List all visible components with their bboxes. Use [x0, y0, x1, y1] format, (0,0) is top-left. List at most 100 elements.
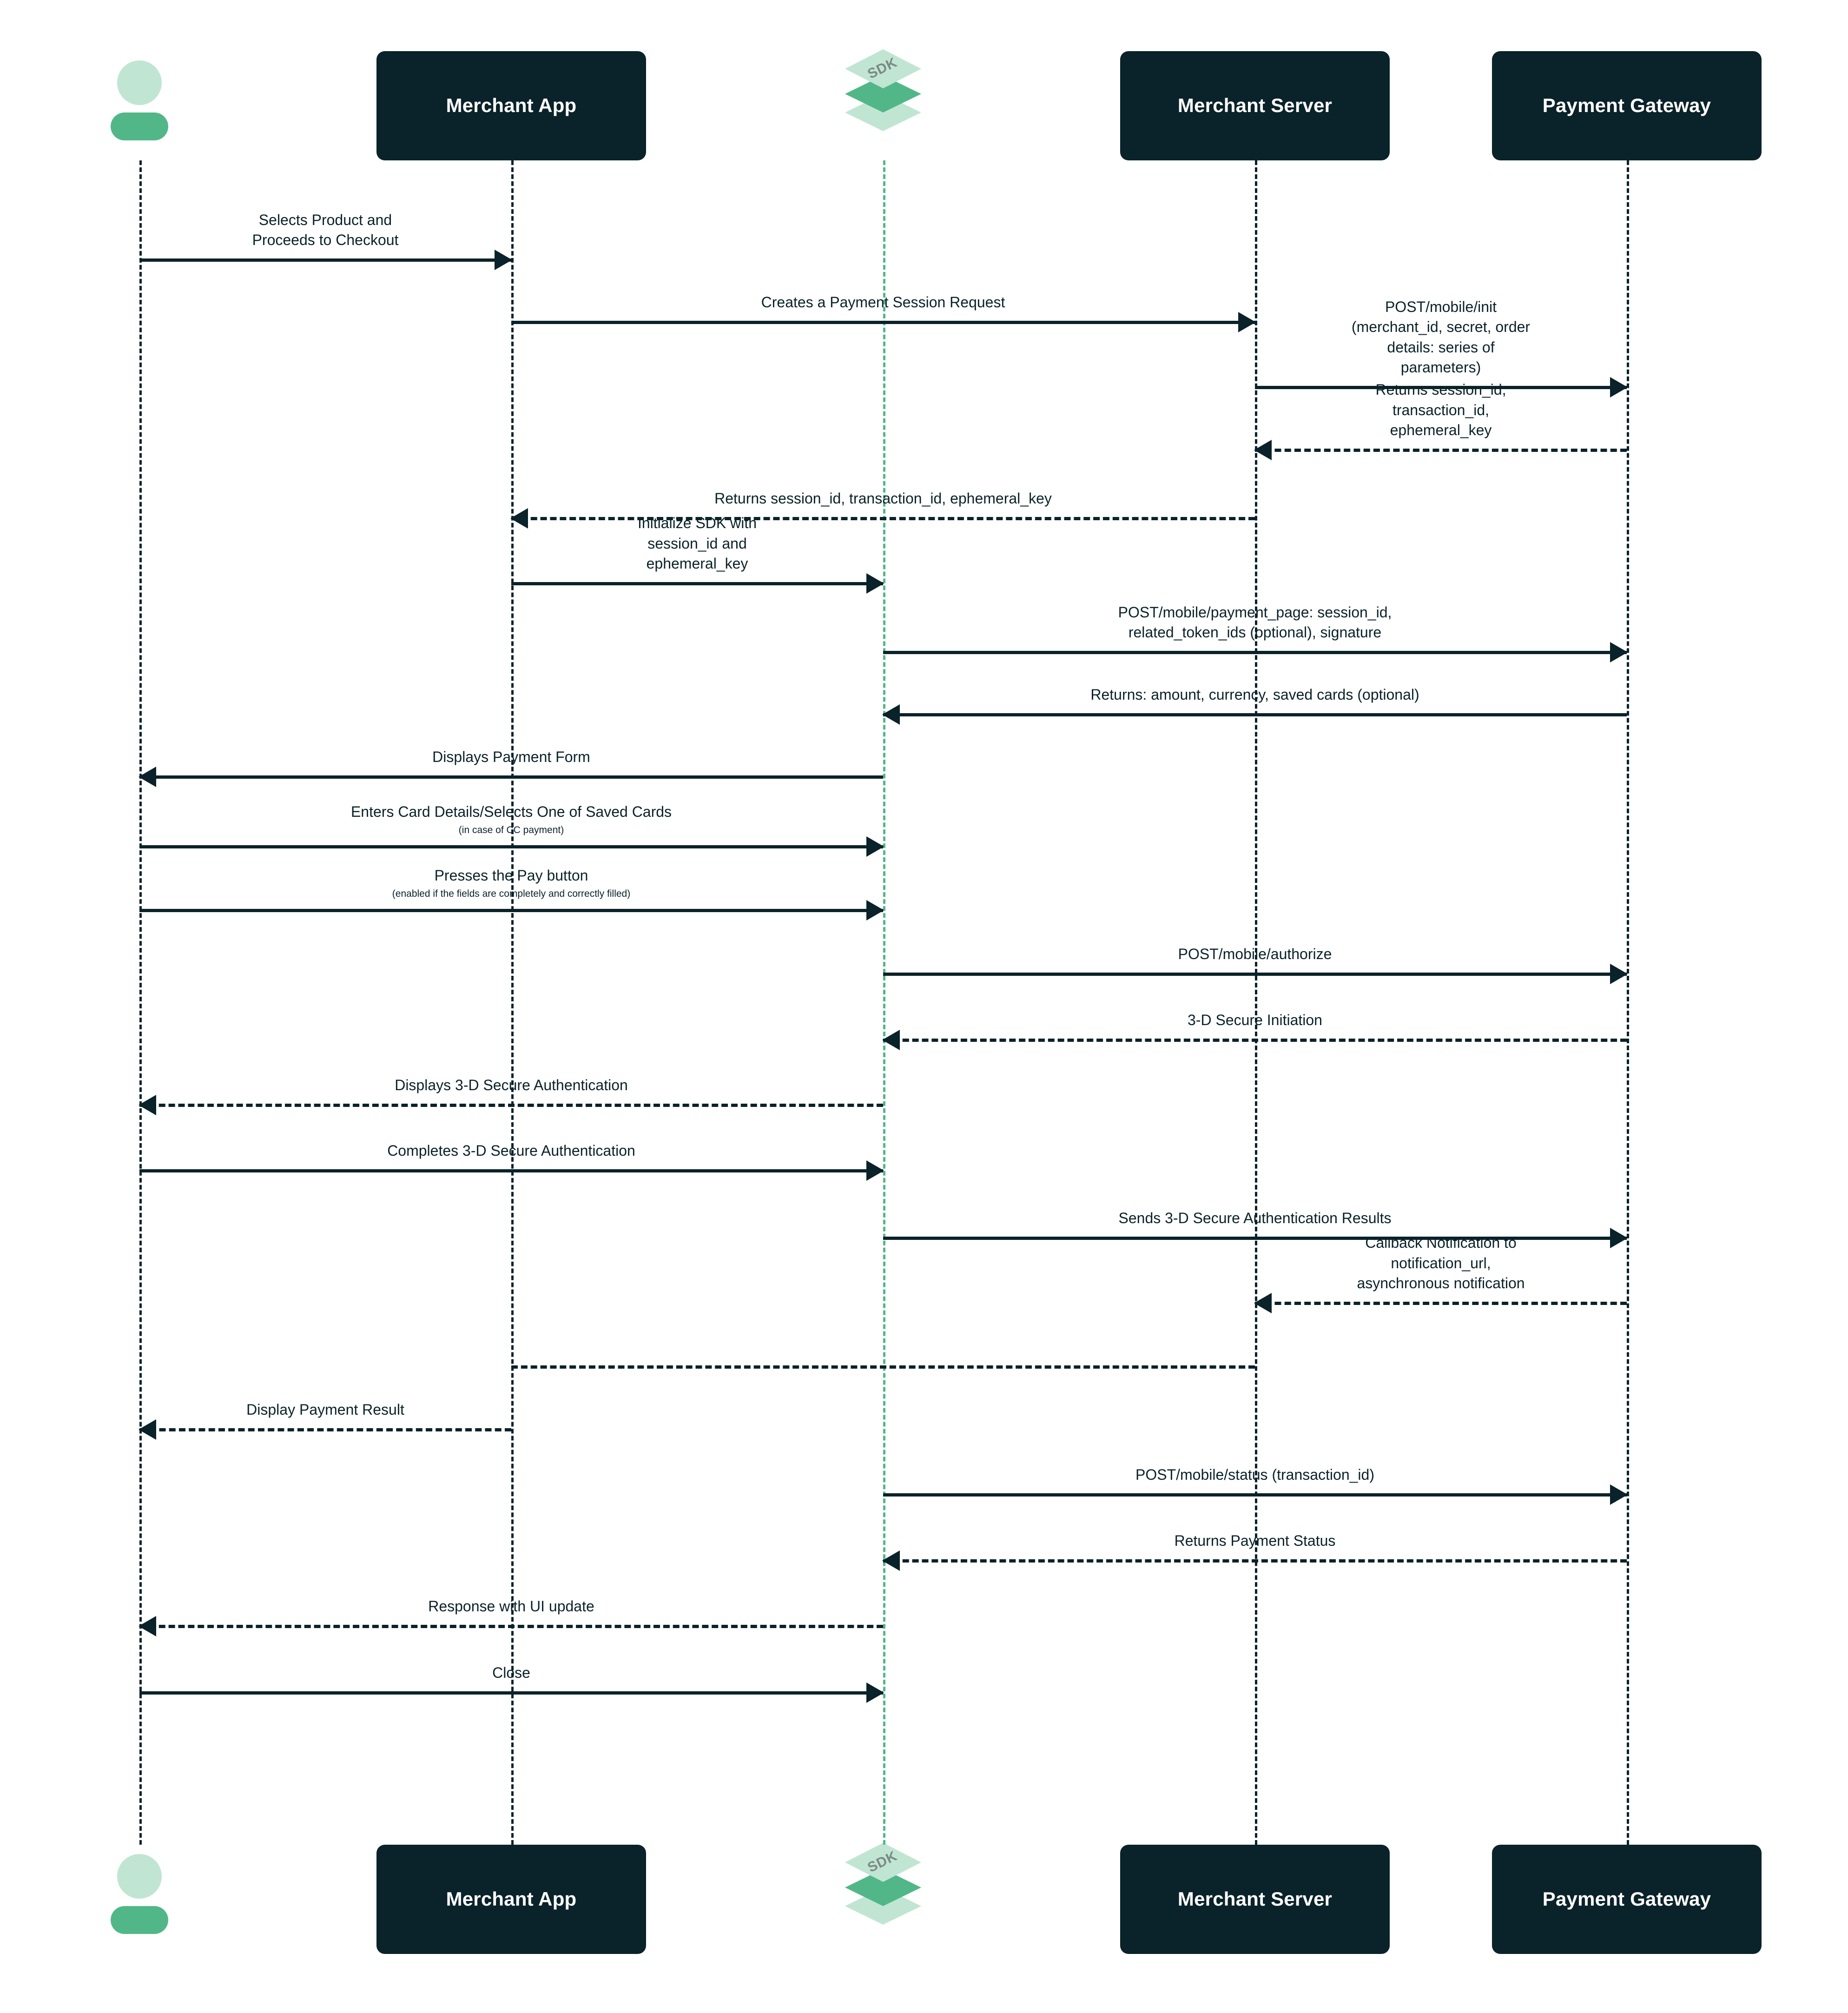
- message-label: Displays Payment Form: [432, 747, 590, 767]
- message-line: [883, 973, 1627, 976]
- arrowhead-icon: [866, 1160, 884, 1181]
- participant-gateway-top: Payment Gateway: [1492, 51, 1762, 160]
- message-label: Creates a Payment Session Request: [761, 292, 1005, 312]
- user-actor-icon-bottom: [107, 1854, 172, 1938]
- message-label-main: Selects Product and Proceeds to Checkout: [252, 211, 399, 248]
- participant-server-bottom: Merchant Server: [1120, 1845, 1390, 1954]
- arrowhead-icon: [1254, 1293, 1272, 1313]
- arrowhead-icon: [1610, 1484, 1628, 1505]
- participant-server-top: Merchant Server: [1120, 51, 1390, 160]
- message-line: [1255, 1302, 1627, 1305]
- message-line: [139, 258, 511, 262]
- message-label-main: Returns session_id, transaction_id, ephe…: [1375, 381, 1506, 438]
- message-line: [511, 321, 1255, 324]
- message-label-main: Displays Payment Form: [432, 748, 590, 765]
- arrowhead-icon: [882, 1030, 900, 1050]
- arrowhead-icon: [139, 767, 156, 787]
- sdk-layers-icon-bottom: SDK: [837, 1835, 930, 1928]
- arrowhead-icon: [866, 1682, 884, 1703]
- message-label-main: Completes 3-D Secure Authentication: [387, 1142, 635, 1159]
- sdk-layers-icon-top: SDK: [837, 42, 930, 135]
- message-line: [1255, 449, 1627, 452]
- message-label: POST/mobile/status (transaction_id): [1135, 1465, 1374, 1485]
- arrowhead-icon: [139, 1616, 156, 1636]
- message-line: [511, 1365, 1255, 1369]
- message-label-main: Returns Payment Status: [1174, 1532, 1336, 1549]
- arrowhead-icon: [1610, 377, 1628, 397]
- message-line: [139, 909, 883, 912]
- arrowhead-icon: [1610, 964, 1628, 984]
- message-label-main: Presses the Pay button: [434, 867, 588, 884]
- message-line: [139, 1691, 883, 1695]
- message-label-main: Sends 3-D Secure Authentication Results: [1118, 1209, 1392, 1226]
- message-label-main: Enters Card Details/Selects One of Saved…: [350, 803, 672, 821]
- message-label: Displays 3-D Secure Authentication: [395, 1075, 628, 1095]
- message-label-main: Display Payment Result: [246, 1401, 404, 1418]
- arrowhead-icon: [495, 250, 512, 270]
- lifeline-gateway: [1627, 160, 1629, 1845]
- arrowhead-icon: [510, 508, 528, 529]
- message-label-main: Displays 3-D Secure Authentication: [395, 1076, 628, 1093]
- arrowhead-icon: [882, 1550, 900, 1571]
- message-line: [511, 582, 883, 585]
- arrowhead-icon: [139, 1095, 156, 1115]
- message-label-main: Returns session_id, transaction_id, ephe…: [714, 490, 1052, 507]
- actor-head-icon: [117, 1854, 162, 1899]
- arrowhead-icon: [866, 900, 884, 920]
- actor-body-icon: [111, 113, 168, 140]
- lifeline-app: [511, 160, 514, 1845]
- arrowhead-icon: [139, 1419, 156, 1440]
- message-label: Close: [492, 1663, 530, 1683]
- message-label-main: POST/mobile/payment_page: session_id, re…: [1118, 603, 1392, 641]
- message-line: [1255, 386, 1627, 389]
- message-label: Sends 3-D Secure Authentication Results: [1119, 1208, 1392, 1228]
- message-label: Presses the Pay button (enabled if the fi…: [392, 866, 630, 901]
- message-line: [139, 1625, 883, 1628]
- lifeline-user: [139, 160, 142, 1845]
- message-label-main: Response with UI update: [428, 1597, 594, 1615]
- message-label: Response with UI update: [428, 1596, 594, 1616]
- message-label-main: 3-D Secure Initiation: [1188, 1011, 1322, 1028]
- message-label: Returns session_id, transaction_id, ephe…: [1348, 380, 1534, 440]
- lifeline-server: [1255, 160, 1257, 1845]
- lifeline-sdk: [883, 160, 885, 1845]
- message-line: [883, 1493, 1627, 1497]
- message-label: Enters Card Details/Selects One of Saved…: [351, 802, 672, 837]
- message-line: [883, 651, 1627, 654]
- message-label: Completes 3-D Secure Authentication: [387, 1141, 635, 1161]
- participant-gateway-bottom: Payment Gateway: [1492, 1845, 1762, 1954]
- arrowhead-icon: [866, 836, 884, 857]
- message-label-sub: (enabled if the fields are completely an…: [392, 888, 631, 899]
- message-label-sub: (in case of CC payment): [458, 824, 564, 835]
- arrowhead-icon: [882, 704, 900, 725]
- message-label: Returns session_id, transaction_id, ephe…: [714, 489, 1052, 509]
- message-line: [883, 1559, 1627, 1563]
- arrowhead-icon: [1610, 1228, 1628, 1248]
- message-label-main: Initialize SDK with session_id and ephem…: [637, 515, 757, 572]
- message-label: POST/mobile/payment_page: session_id, re…: [1069, 603, 1441, 642]
- message-line: [139, 1428, 511, 1431]
- message-label: Selects Product and Proceeds to Checkout: [232, 210, 418, 250]
- message-label: 3-D Secure Initiation: [1188, 1010, 1322, 1030]
- message-label-main: Returns: amount, currency, saved cards (…: [1090, 686, 1419, 703]
- message-line: [511, 517, 1255, 520]
- message-label: Initialize SDK with session_id and ephem…: [604, 513, 790, 574]
- message-label-main: POST/mobile/authorize: [1178, 945, 1332, 962]
- arrowhead-icon: [866, 573, 884, 594]
- message-label-main: POST/mobile/init (merchant_id, secret, o…: [1351, 298, 1531, 376]
- message-label-main: POST/mobile/status (transaction_id): [1135, 1466, 1374, 1483]
- message-label-main: Creates a Payment Session Request: [761, 293, 1005, 311]
- message-line: [139, 845, 883, 848]
- message-label: Display Payment Result: [246, 1400, 404, 1420]
- message-line: [883, 1039, 1627, 1042]
- message-line: [883, 1237, 1627, 1240]
- message-label-main: Callback Notification to notification_ur…: [1357, 1234, 1525, 1291]
- arrowhead-icon: [1238, 312, 1256, 332]
- arrowhead-icon: [1254, 440, 1272, 460]
- user-actor-icon-top: [107, 60, 172, 144]
- message-label-main: Close: [492, 1664, 530, 1681]
- participant-app-top: Merchant App: [376, 51, 646, 160]
- message-label: Callback Notification to notification_ur…: [1348, 1233, 1534, 1293]
- participant-app-bottom: Merchant App: [376, 1845, 646, 1954]
